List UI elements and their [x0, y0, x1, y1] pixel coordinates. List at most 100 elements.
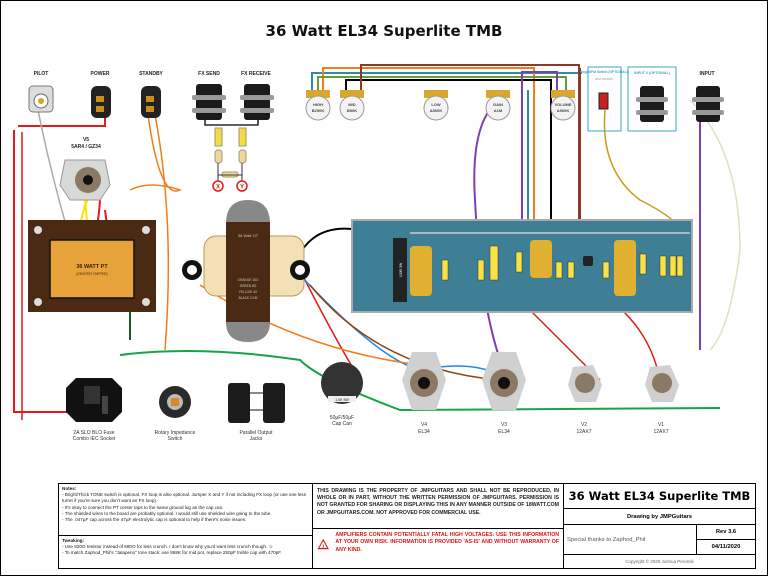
svg-text:100R 3W: 100R 3W — [399, 262, 403, 277]
fx-marker-y: Y — [236, 180, 248, 192]
tube-v4: V4 EL34 — [402, 352, 446, 435]
wire-gray-pilot — [37, 109, 69, 233]
svg-text:Combo IEC Socket: Combo IEC Socket — [73, 436, 116, 442]
svg-text:GAIN: GAIN — [493, 102, 503, 107]
fx-marker-x: X — [212, 180, 224, 192]
label-input: INPUT — [700, 71, 715, 77]
rotary-impedance-switch[interactable]: Rotary Impedance Switch — [155, 386, 196, 442]
svg-text:HIGH: HIGH — [313, 102, 323, 107]
svg-text:12AX7: 12AX7 — [653, 429, 668, 435]
wire-black-pots — [345, 79, 552, 240]
tube-v2: V2 12AX7 — [568, 365, 602, 435]
power-transformer: 36 WATT PT (CENTER TAPPED) — [28, 220, 156, 312]
svg-text:BLACK COM: BLACK COM — [239, 296, 258, 300]
wire-input-shield — [689, 99, 741, 351]
svg-text:B50K: B50K — [347, 108, 357, 113]
warning-icon: ! — [317, 538, 329, 549]
bright-switch-box: Bright/Fat Switch (OPTIONAL) ON2 ON/OFF — [580, 66, 628, 132]
standby-switch[interactable] — [141, 86, 161, 118]
svg-text:MID: MID — [348, 102, 355, 107]
tube-v3: V3 EL34 — [482, 352, 526, 435]
fx-resistors — [214, 127, 247, 185]
label-fx-send: FX SEND — [198, 71, 220, 77]
svg-text:LOW: LOW — [431, 102, 441, 107]
board-cap-220uf — [410, 246, 432, 296]
output-jacks[interactable]: Parallel Output Jacks — [228, 383, 285, 442]
svg-text:V2: V2 — [581, 422, 587, 428]
label-standby: STANDBY — [139, 71, 163, 77]
drawing-by: Drawing by JMPGuitars — [564, 509, 755, 525]
wire-green-ground — [119, 350, 721, 412]
tweak-item: - Use 820O resistor instead of 680O for … — [62, 544, 274, 550]
bright-switch[interactable] — [598, 92, 609, 110]
wire-orange-tubes — [199, 284, 421, 366]
label-power: POWER — [91, 71, 110, 77]
cap-can: 1.5K 5W 50µF/50µF Cap Can — [321, 362, 363, 427]
note-item: - It's okay to connect the PT center tap… — [62, 504, 224, 510]
svg-text:!: ! — [322, 543, 324, 549]
svg-text:Jacks: Jacks — [250, 436, 263, 442]
svg-text:Cap Can: Cap Can — [332, 421, 352, 427]
wire-purple-vol — [521, 71, 558, 240]
fx-receive-jack[interactable] — [240, 84, 274, 120]
info-panel: 36 Watt EL34 Superlite TMB Drawing by JM… — [564, 484, 755, 568]
svg-text:A500K: A500K — [430, 108, 443, 113]
svg-text:Switch: Switch — [168, 436, 183, 442]
rectifier-socket — [59, 159, 111, 201]
label-fx-receive: FX RECEIVE — [241, 71, 271, 77]
board-resistor-100r — [393, 238, 407, 302]
svg-text:36 WATT PT: 36 WATT PT — [76, 264, 108, 270]
board-cap-small — [583, 256, 593, 266]
notes-panel: Notes: - Bright/Thick TONE switch is opt… — [59, 484, 313, 568]
svg-text:ORANGE 16O: ORANGE 16O — [238, 278, 259, 282]
svg-text:A500K: A500K — [557, 108, 570, 113]
input2-box: INPUT 2 (OPTIONAL) — [627, 66, 677, 132]
svg-text:VOLUME: VOLUME — [554, 102, 571, 107]
svg-text:GREEN 8O: GREEN 8O — [240, 284, 257, 288]
svg-text:(CENTER TAPPED): (CENTER TAPPED) — [76, 272, 107, 276]
input2-jack[interactable] — [640, 86, 664, 122]
turret-board: 100R 3W — [351, 219, 693, 313]
pot-mid[interactable]: MID B50K — [339, 90, 365, 121]
svg-text:A1M: A1M — [494, 108, 503, 113]
v5-type: 5AR4 / GZ34 — [71, 144, 101, 150]
svg-text:2A SLO BLO Fuse: 2A SLO BLO Fuse — [73, 430, 114, 436]
board-cap-10uf — [530, 240, 552, 278]
pot-volume[interactable]: VOLUME A500K — [550, 90, 576, 121]
svg-text:V3: V3 — [501, 422, 507, 428]
fx-send-jack[interactable] — [192, 84, 226, 120]
date: 04/11/2020 — [711, 544, 741, 550]
tweak-item: - To match Zaphod_Phil's "Jalapeno" tone… — [62, 550, 282, 556]
svg-text:EL34: EL34 — [418, 429, 430, 435]
svg-text:X: X — [216, 185, 220, 191]
power-switch[interactable] — [91, 86, 111, 118]
svg-text:Bright/Fat Switch (OPTIONAL): Bright/Fat Switch (OPTIONAL) — [580, 70, 627, 74]
wire-purple-gain — [473, 99, 501, 361]
wire-orange-pots — [322, 67, 535, 240]
wire-brown-pots — [360, 64, 580, 240]
pot-gain[interactable]: GAIN A1M — [485, 90, 511, 121]
wire-red-mains — [13, 130, 84, 413]
note-item: - The shielded wires to the board are pr… — [62, 510, 272, 516]
note-item: - The .047µF cap across the 47µF electro… — [62, 517, 247, 523]
svg-text:EL34: EL34 — [498, 429, 510, 435]
svg-text:36 Watt OT: 36 Watt OT — [238, 233, 259, 238]
board-cap-47uf — [614, 240, 636, 296]
v5-id: V5 — [83, 137, 89, 143]
page-title: 36 Watt EL34 Superlite TMB — [265, 22, 503, 40]
note-item: - Bright/Thick TONE switch is optional. … — [62, 492, 307, 504]
svg-text:Rotary Impedance: Rotary Impedance — [155, 430, 196, 436]
iec-socket: 2A SLO BLO Fuse Combo IEC Socket — [66, 378, 122, 442]
input-jack[interactable] — [692, 86, 724, 122]
svg-text:YELLOW 4O: YELLOW 4O — [239, 290, 258, 294]
wire-orange-standby — [129, 114, 182, 192]
pot-low[interactable]: LOW A500K — [423, 90, 449, 121]
svg-text:V1: V1 — [658, 422, 664, 428]
svg-text:Parallel Output: Parallel Output — [239, 430, 273, 436]
svg-text:50µF/50µF: 50µF/50µF — [330, 415, 354, 421]
wire-orange-standby-2 — [154, 114, 170, 351]
svg-text:ON2 ON/OFF: ON2 ON/OFF — [595, 77, 614, 81]
wiring-diagram: PILOT POWER STANDBY FX SEND FX RECEIVE I… — [13, 64, 741, 442]
svg-text:B250K: B250K — [312, 108, 325, 113]
pot-high[interactable]: HIGH B250K — [305, 90, 331, 121]
